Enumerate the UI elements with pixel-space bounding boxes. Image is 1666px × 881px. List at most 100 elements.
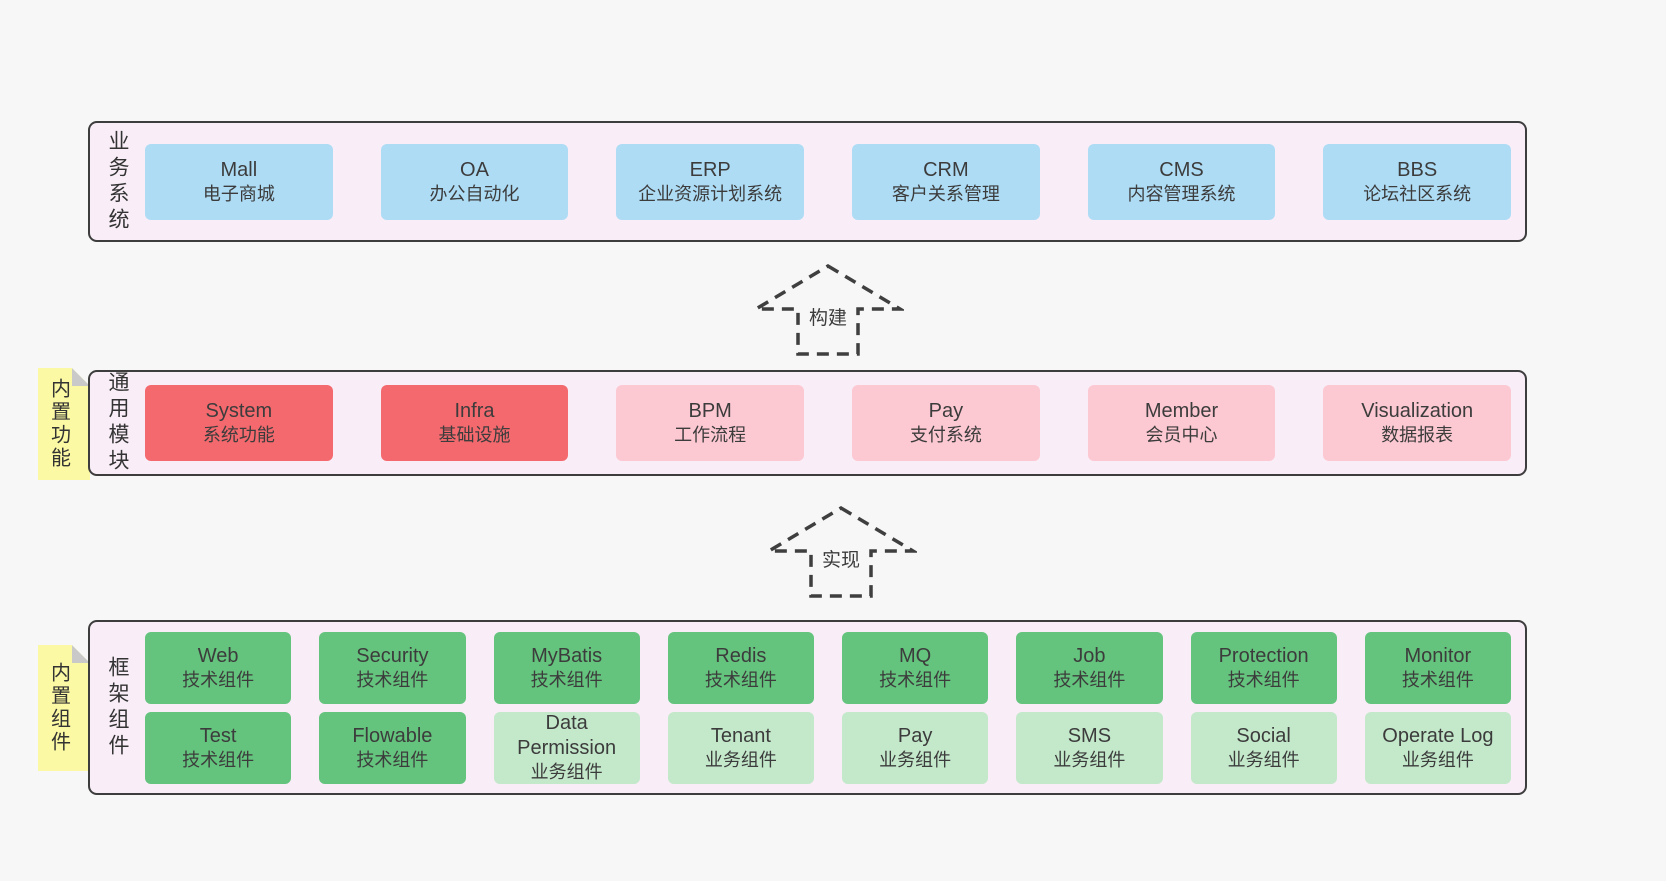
box-sms-en: SMS xyxy=(1067,724,1112,747)
box-data-permission: Data Permission 业务组件 xyxy=(493,711,640,784)
box-bpm-en: BPM xyxy=(688,400,732,423)
box-tenant-zh: 业务组件 xyxy=(704,749,777,770)
arrow-up-build: 构建 xyxy=(752,263,904,357)
business-systems-panel: 业务系统 Mall 电子商城 OA 办公自动化 ERP 企业资源计划系统 CRM… xyxy=(88,121,1527,242)
box-flowable: Flowable 技术组件 xyxy=(319,711,466,784)
modules-boxes-row: System 系统功能 Infra 基础设施 BPM 工作流程 Pay 支付系统… xyxy=(145,372,1512,474)
box-bbs-zh: 论坛社区系统 xyxy=(1363,183,1472,204)
box-job-en: Job xyxy=(1073,644,1106,667)
sticky-builtin-components-label: 内置组件 xyxy=(47,662,70,754)
box-crm: CRM 客户关系管理 xyxy=(852,143,1040,220)
sticky-note-builtin-features: 内置功能 xyxy=(38,368,90,480)
box-redis-en: Redis xyxy=(715,644,767,667)
box-oa: OA 办公自动化 xyxy=(380,143,569,220)
box-bbs-en: BBS xyxy=(1397,158,1438,181)
box-operate-log-en: Operate Log xyxy=(1382,724,1494,747)
box-erp-en: ERP xyxy=(689,158,731,181)
framework-components-panel: 框架组件 Web 技术组件 Security 技术组件 MyBatis 技术组件… xyxy=(88,620,1527,795)
box-visualization-en: Visualization xyxy=(1361,400,1474,423)
modules-panel-label: 通用模块 xyxy=(106,371,129,475)
box-flowable-en: Flowable xyxy=(352,724,433,747)
box-pay-component: Pay 业务组件 xyxy=(842,711,989,784)
box-cms-zh: 内容管理系统 xyxy=(1127,183,1236,204)
box-visualization-zh: 数据报表 xyxy=(1381,425,1454,446)
box-web-en: Web xyxy=(197,644,239,667)
dashed-up-arrow-icon xyxy=(765,505,917,598)
box-cms-en: CMS xyxy=(1159,158,1204,181)
box-mall: Mall 电子商城 xyxy=(145,143,333,220)
box-operate-log: Operate Log 业务组件 xyxy=(1364,711,1511,784)
box-monitor-zh: 技术组件 xyxy=(1401,669,1474,690)
box-member-en: Member xyxy=(1144,400,1219,423)
business-panel-label: 业务系统 xyxy=(106,129,129,234)
arrow-implement-label: 实现 xyxy=(818,545,864,572)
box-infra-en: Infra xyxy=(454,400,495,423)
box-sms: SMS 业务组件 xyxy=(1016,711,1163,784)
box-visualization: Visualization 数据报表 xyxy=(1323,385,1512,461)
box-crm-en: CRM xyxy=(923,158,969,181)
box-monitor: Monitor 技术组件 xyxy=(1364,631,1511,704)
box-test-zh: 技术组件 xyxy=(182,749,255,770)
box-job: Job 技术组件 xyxy=(1016,631,1163,704)
box-web-zh: 技术组件 xyxy=(182,669,255,690)
sticky-builtin-features-label: 内置功能 xyxy=(47,378,70,470)
box-mq-en: MQ xyxy=(899,644,932,667)
box-redis-zh: 技术组件 xyxy=(704,669,777,690)
arrow-build-label: 构建 xyxy=(805,303,851,330)
box-security-zh: 技术组件 xyxy=(356,669,429,690)
box-oa-en: OA xyxy=(460,158,489,181)
components-row-2: Test 技术组件 Flowable 技术组件 Data Permission … xyxy=(145,711,1511,784)
sticky-note-builtin-components: 内置组件 xyxy=(38,645,90,771)
box-pay-component-zh: 业务组件 xyxy=(879,749,952,770)
components-row-1: Web 技术组件 Security 技术组件 MyBatis 技术组件 Redi… xyxy=(145,631,1511,704)
box-protection-en: Protection xyxy=(1218,644,1309,667)
box-data-permission-en: Data Permission xyxy=(517,712,617,760)
box-protection: Protection 技术组件 xyxy=(1190,631,1337,704)
box-pay-module: Pay 支付系统 xyxy=(852,385,1040,461)
box-mall-zh: 电子商城 xyxy=(202,183,275,204)
box-mybatis-zh: 技术组件 xyxy=(530,669,603,690)
box-member: Member 会员中心 xyxy=(1087,385,1276,461)
box-member-zh: 会员中心 xyxy=(1145,425,1218,446)
box-test: Test 技术组件 xyxy=(145,711,292,784)
common-modules-panel: 通用模块 System 系统功能 Infra 基础设施 BPM 工作流程 Pay… xyxy=(88,370,1527,476)
box-pay-component-en: Pay xyxy=(897,724,933,747)
box-pay-module-zh: 支付系统 xyxy=(909,425,982,446)
box-social-zh: 业务组件 xyxy=(1227,749,1300,770)
box-security-en: Security xyxy=(356,644,429,667)
box-social: Social 业务组件 xyxy=(1190,711,1337,784)
box-mybatis: MyBatis 技术组件 xyxy=(493,631,640,704)
box-pay-module-en: Pay xyxy=(928,400,964,423)
box-social-en: Social xyxy=(1236,724,1291,747)
box-bpm: BPM 工作流程 xyxy=(616,385,805,461)
box-monitor-en: Monitor xyxy=(1404,644,1472,667)
components-rows: Web 技术组件 Security 技术组件 MyBatis 技术组件 Redi… xyxy=(145,622,1511,793)
box-sms-zh: 业务组件 xyxy=(1053,749,1126,770)
box-job-zh: 技术组件 xyxy=(1053,669,1126,690)
box-tenant: Tenant 业务组件 xyxy=(667,711,814,784)
box-mq-zh: 技术组件 xyxy=(879,669,952,690)
box-infra: Infra 基础设施 xyxy=(380,385,569,461)
box-redis: Redis 技术组件 xyxy=(667,631,814,704)
box-cms: CMS 内容管理系统 xyxy=(1087,143,1276,220)
box-web: Web 技术组件 xyxy=(145,631,292,704)
box-bpm-zh: 工作流程 xyxy=(674,425,747,446)
box-system-zh: 系统功能 xyxy=(202,425,275,446)
box-data-permission-zh: 业务组件 xyxy=(530,762,603,783)
box-erp: ERP 企业资源计划系统 xyxy=(616,143,805,220)
box-mybatis-en: MyBatis xyxy=(531,644,603,667)
box-mall-en: Mall xyxy=(220,158,258,181)
box-mq: MQ 技术组件 xyxy=(842,631,989,704)
box-operate-log-zh: 业务组件 xyxy=(1401,749,1474,770)
business-boxes-row: Mall 电子商城 OA 办公自动化 ERP 企业资源计划系统 CRM 客户关系… xyxy=(145,123,1512,240)
box-tenant-en: Tenant xyxy=(710,724,771,747)
box-test-en: Test xyxy=(199,724,237,747)
components-panel-label: 框架组件 xyxy=(106,655,129,760)
box-security: Security 技术组件 xyxy=(319,631,466,704)
box-infra-zh: 基础设施 xyxy=(438,425,511,446)
dashed-up-arrow-icon xyxy=(752,263,904,356)
box-crm-zh: 客户关系管理 xyxy=(891,183,1000,204)
box-protection-zh: 技术组件 xyxy=(1227,669,1300,690)
box-system-en: System xyxy=(205,400,273,423)
box-bbs: BBS 论坛社区系统 xyxy=(1323,143,1512,220)
